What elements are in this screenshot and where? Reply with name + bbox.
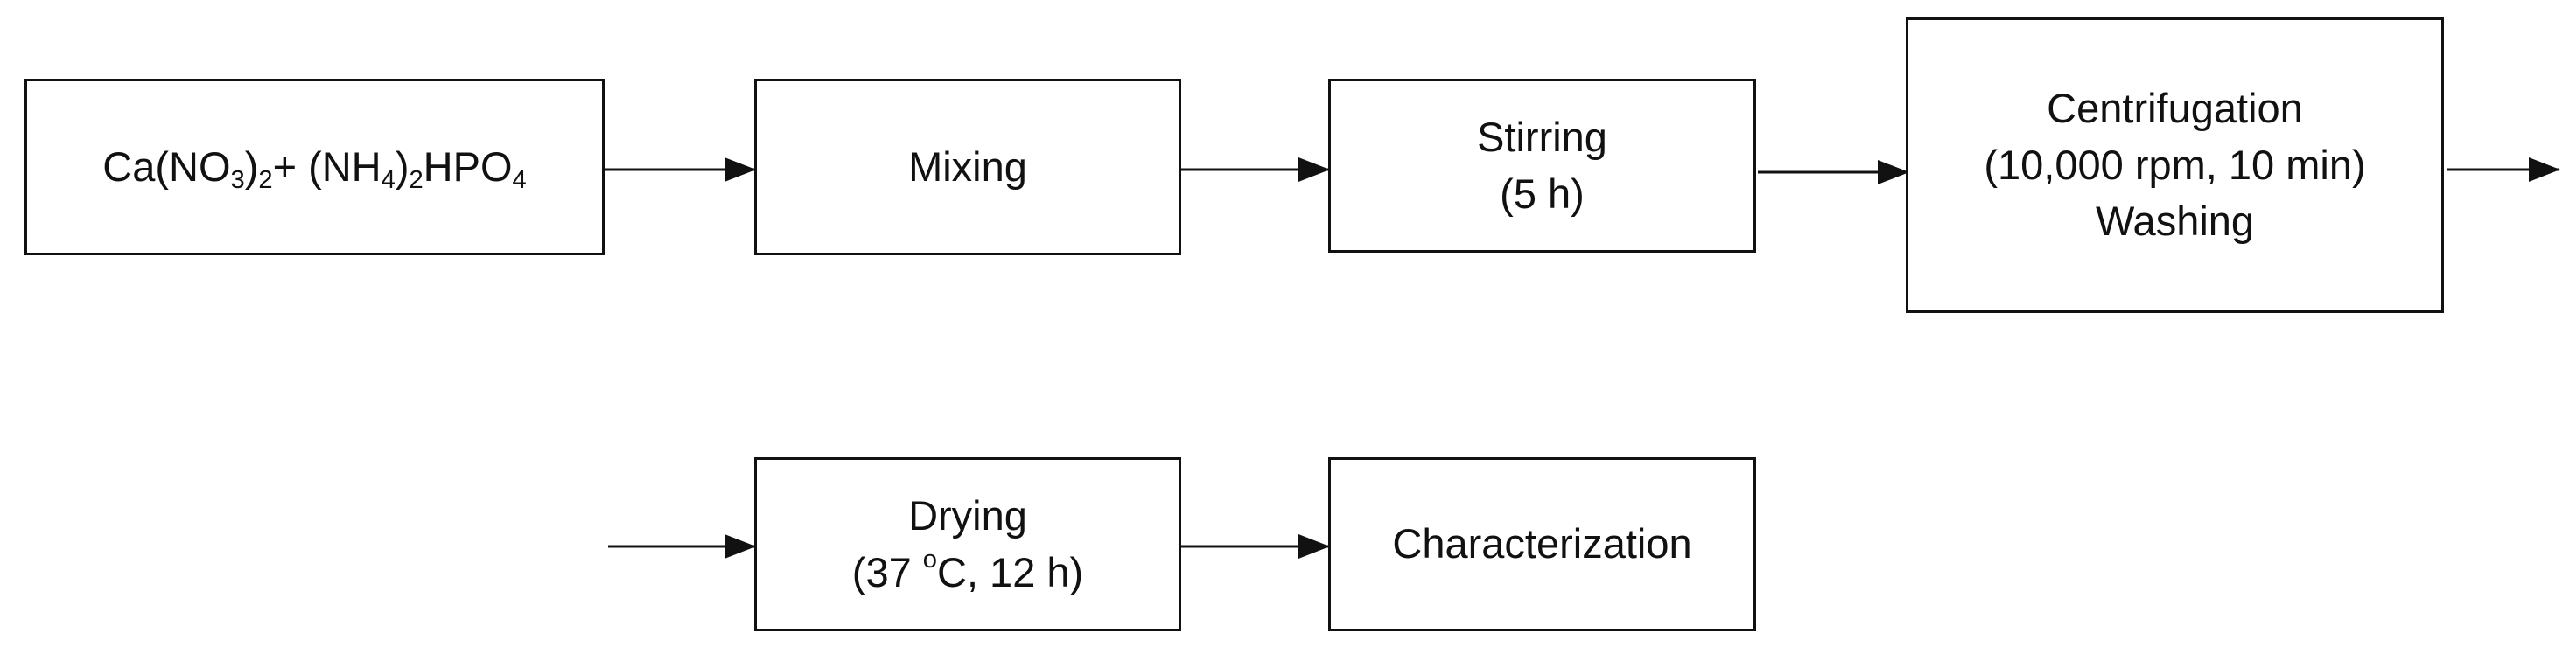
centrifugation-box: Centrifugation (10,000 rpm, 10 min) Wash… xyxy=(1906,17,2444,313)
characterization-label: Characterization xyxy=(1392,520,1692,567)
drying-label: Drying xyxy=(908,491,1027,539)
mixing-label: Mixing xyxy=(908,143,1027,190)
drying-conditions: (37 oC, 12 h) xyxy=(851,545,1084,595)
stirring-duration: (5 h) xyxy=(1500,170,1585,217)
reagents-formula: Ca(NO3)2+ (NH4)2HPO4 xyxy=(102,143,527,194)
centrifugation-label: Centrifugation xyxy=(2047,84,2303,131)
centrifugation-conditions: (10,000 rpm, 10 min) xyxy=(1984,141,2366,188)
degree-sign: o xyxy=(922,545,937,574)
stirring-label: Stirring xyxy=(1477,113,1607,160)
stirring-box: Stirring (5 h) xyxy=(1328,79,1756,253)
washing-label: Washing xyxy=(2095,198,2255,245)
reagents-box: Ca(NO3)2+ (NH4)2HPO4 xyxy=(24,79,605,255)
mixing-box: Mixing xyxy=(754,79,1181,255)
drying-box: Drying (37 oC, 12 h) xyxy=(754,457,1181,631)
characterization-box: Characterization xyxy=(1328,457,1756,631)
